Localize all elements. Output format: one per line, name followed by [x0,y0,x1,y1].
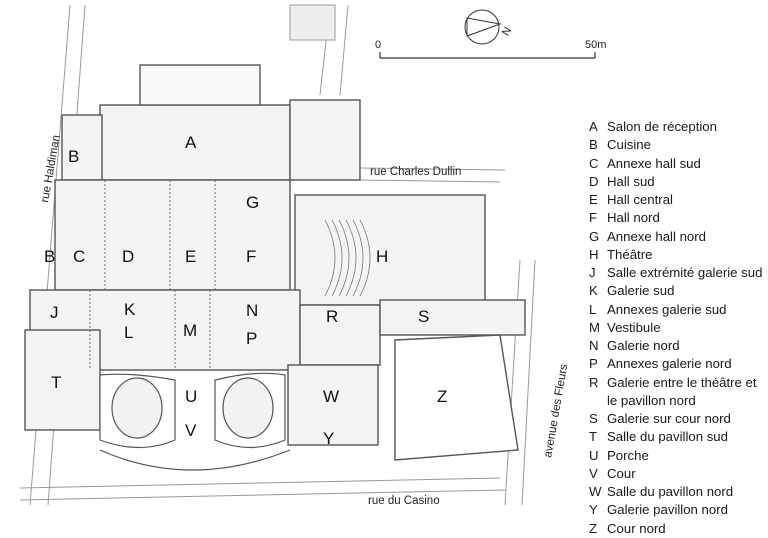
legend-item: F Hall nord [589,209,765,227]
legend-item: N Galerie nord [589,337,765,355]
legend-label: Salle du pavillon sud [607,429,728,445]
legend-key: P [589,356,598,372]
legend-key: L [589,301,597,317]
legend-key: K [589,283,598,299]
legend-key: W [589,484,602,499]
legend-item: R Galerie entre le théâtre et le pavillon… [589,374,765,411]
legend-label: Cour [607,465,636,481]
compass-north-label: N [500,25,514,38]
legend-label: Cour nord [607,520,666,536]
legend-key: C [589,155,599,171]
legend-label: Salle du pavillon nord [607,484,734,499]
legend-label: Galerie sur cour nord [607,411,731,426]
room-label-L: L [124,323,133,342]
room-label-P: P [246,329,257,348]
legend-item: J Salle extrémité galerie sud [589,264,765,282]
room-label-U: U [185,387,197,406]
legend-label: Vestibule [607,319,661,335]
scale-bar: 0 50m [375,39,606,59]
floor-plan-map: A B B C D E F G H J K L M N P R S T U V … [19,4,606,507]
room-label-B-2: B [44,247,55,266]
legend-item: L Annexes galerie sud [589,301,765,319]
legend-key: Z [589,520,598,536]
legend-item: K Galerie sud [589,282,765,300]
room-label-S: S [418,307,429,326]
legend-label: Annexe hall sud [607,155,701,171]
legend-key: V [589,465,598,481]
legend-label: Galerie nord [607,338,680,353]
legend-key: B [589,137,598,153]
legend-label: Galerie entre le théâtre et le pavillon … [607,374,757,408]
street-rue-du-casino: rue du Casino [368,495,440,507]
legend-key: N [589,338,599,353]
legend-key: R [589,374,599,390]
legend-key: A [589,119,598,134]
legend-item: Z Cour nord [589,520,765,538]
room-label-D: D [122,247,134,266]
legend-key: S [589,411,598,426]
legend-key: Y [589,502,598,518]
legend-item: G Annexe hall nord [589,228,765,246]
legend-item: M Vestibule [589,319,765,337]
legend-label: Annexes galerie nord [607,356,732,372]
legend-item: V Cour [589,465,765,483]
north-arrow-icon: N [464,9,514,45]
legend-key: U [589,447,599,463]
legend-item: E Hall central [589,191,765,209]
legend-label: Hall central [607,192,673,207]
legend-item: U Porche [589,447,765,465]
room-label-H: H [376,247,388,266]
room-label-V: V [185,421,197,440]
legend-label: Hall sud [607,173,655,189]
scale-start-label: 0 [375,39,381,51]
room-label-G: G [246,193,259,212]
legend-item: Y Galerie pavillon nord [589,501,765,519]
legend-key: D [589,173,599,189]
legend-key: M [589,319,600,335]
legend-item: W Salle du pavillon nord [589,483,765,501]
legend-key: E [589,192,598,207]
room-label-N: N [246,301,258,320]
room-label-R: R [326,307,338,326]
legend-item: A Salon de réception [589,118,765,136]
room-label-K: K [124,300,136,319]
room-label-M: M [183,321,197,340]
room-label-T: T [51,373,61,392]
legend-item: B Cuisine [589,136,765,154]
legend-label: Hall nord [607,210,660,226]
street-avenue-des-fleurs: avenue des Fleurs [542,363,570,459]
legend-label: Salle extrémité galerie sud [607,265,763,280]
room-label-J: J [50,303,59,322]
room-label-Y: Y [323,429,334,448]
legend-key: H [589,246,599,262]
street-rue-charles-dullin: rue Charles Dullin [370,166,461,178]
room-label-Z: Z [437,387,447,406]
legend-label: Salon de réception [607,119,717,134]
legend-label: Théâtre [607,246,653,262]
room-label-W: W [323,387,339,406]
room-label-B: B [68,147,79,166]
scale-end-label: 50m [585,39,606,51]
room-label-E: E [185,247,196,266]
room-label-C: C [73,247,85,266]
legend-key: F [589,210,598,226]
legend-item: S Galerie sur cour nord [589,410,765,428]
legend-key: G [589,228,600,244]
room-label-A: A [185,133,197,152]
legend-label: Annexe hall nord [607,228,706,244]
legend-key: T [589,429,598,445]
legend-item: C Annexe hall sud [589,155,765,173]
legend-label: Porche [607,447,649,463]
room-label-F: F [246,247,256,266]
legend-label: Galerie sud [607,283,675,299]
legend-label: Cuisine [607,137,651,153]
legend-label: Galerie pavillon nord [607,502,728,518]
legend-key: J [589,265,596,280]
legend-item: H Théâtre [589,246,765,264]
legend-item: T Salle du pavillon sud [589,428,765,446]
legend-item: P Annexes galerie nord [589,355,765,373]
legend-item: D Hall sud [589,173,765,191]
legend-label: Annexes galerie sud [607,301,727,317]
